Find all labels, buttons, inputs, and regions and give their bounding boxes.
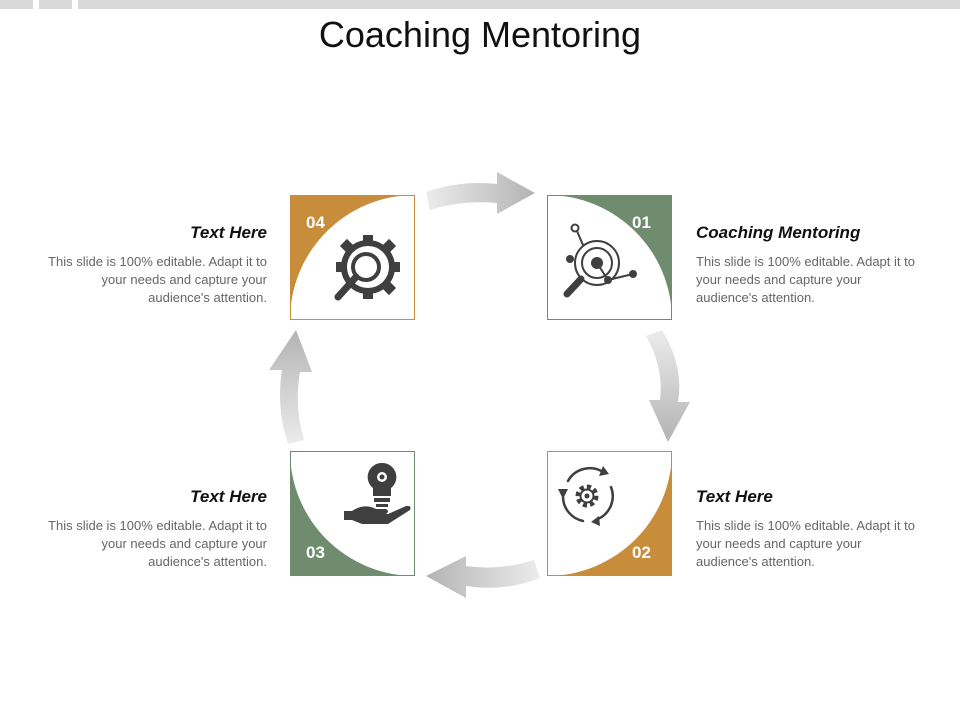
top-bar-segment-2 (39, 0, 72, 9)
arrow-top (426, 172, 535, 214)
step-number: 01 (632, 213, 651, 232)
step-02-text: Text Here This slide is 100% editable. A… (696, 487, 918, 571)
step-description: This slide is 100% editable. Adapt it to… (696, 254, 915, 305)
step-description: This slide is 100% editable. Adapt it to… (696, 518, 915, 569)
step-number: 02 (632, 543, 651, 562)
step-card-04: 04 (290, 195, 415, 320)
arrow-right (646, 330, 690, 442)
step-heading: Text Here (696, 487, 773, 506)
step-03-text: Text Here This slide is 100% editable. A… (45, 487, 267, 571)
step-number: 04 (306, 213, 325, 232)
card-background (290, 195, 415, 320)
arrow-left (269, 330, 312, 444)
top-bar-segment-1 (0, 0, 33, 9)
gear-cycle-icon (558, 466, 614, 526)
step-heading: Coaching Mentoring (696, 223, 861, 242)
step-card-01: 01 (547, 195, 672, 320)
step-description: This slide is 100% editable. Adapt it to… (48, 518, 267, 569)
step-heading: Text Here (190, 223, 267, 242)
step-number: 03 (306, 543, 325, 562)
step-card-03: 03 (290, 451, 415, 576)
arrow-bottom (426, 556, 540, 598)
step-card-02: 02 (547, 451, 672, 576)
magnifier-analytics-icon (563, 223, 637, 298)
slide-title: Coaching Mentoring (318, 14, 642, 55)
step-01-text: Coaching Mentoring This slide is 100% ed… (696, 223, 918, 307)
hand-bulb-icon (344, 462, 411, 524)
step-heading: Text Here (190, 487, 267, 506)
gear-search-icon (334, 235, 400, 301)
top-bar-segment-3 (78, 0, 960, 9)
step-description: This slide is 100% editable. Adapt it to… (48, 254, 267, 305)
step-04-text: Text Here This slide is 100% editable. A… (45, 223, 267, 307)
